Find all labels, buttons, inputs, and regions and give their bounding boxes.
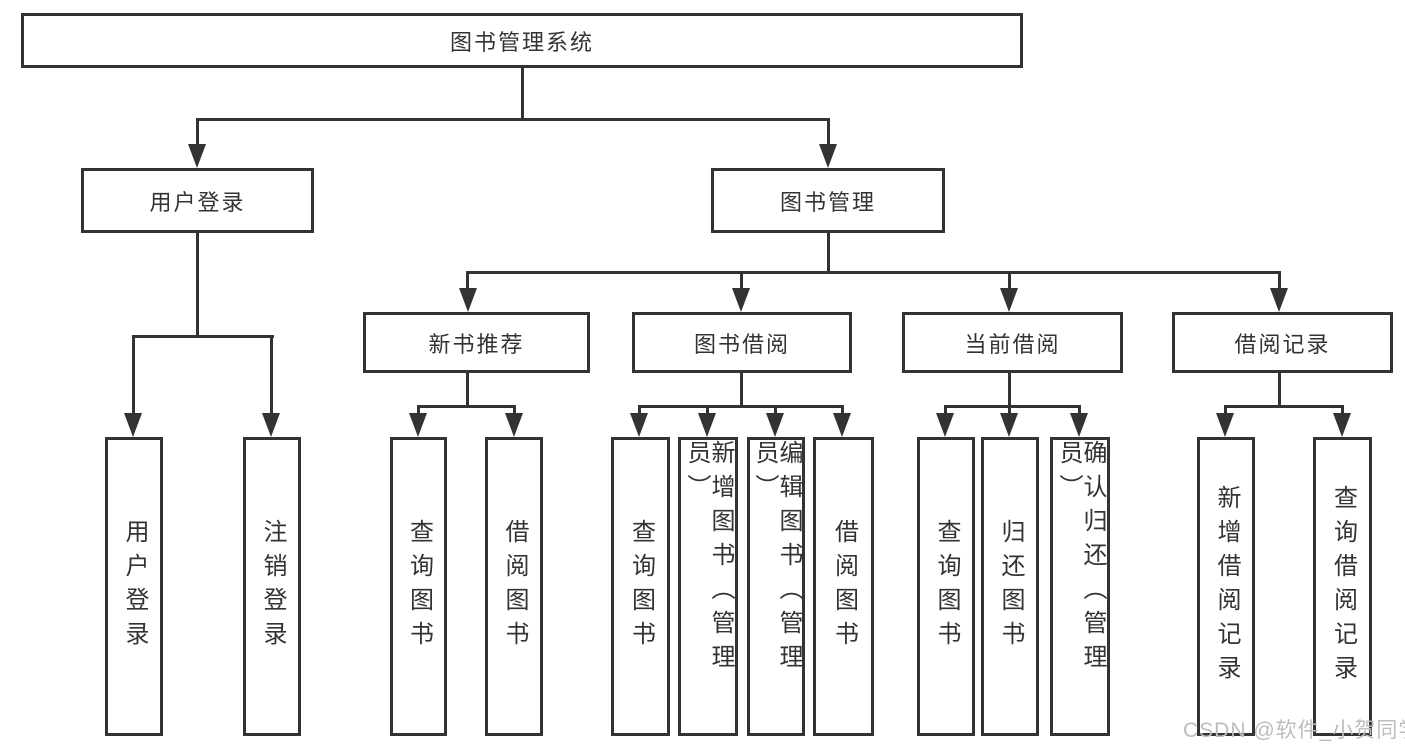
connector-leaf-stem [638,405,641,417]
connector-to-current-borrow [1008,271,1011,291]
leaf-user-login: 用户登录 [105,437,163,736]
arrowhead-icon [124,413,142,437]
connector-book-mgmt-stem [827,233,830,274]
leaf-add-book-admin: 新增图书（管理员） [678,437,738,736]
connector-leaf-stem [706,405,709,417]
node-book-borrowing: 图书借阅 [632,312,852,373]
arrowhead-icon [1270,288,1288,312]
node-library-management-system: 图书管理系统 [21,13,1023,68]
leaf-query-borrow-record: 查询借阅记录 [1313,437,1372,736]
leaf-borrow-books: 借阅图书 [485,437,543,736]
arrowhead-icon [766,413,784,437]
connector-to-leaf-user-login [132,335,135,415]
connector-user-login-stem [196,233,199,338]
connector-leaf-stem [1008,405,1011,417]
connector-leaf-stem [944,405,947,417]
connector-to-new-book [466,271,469,291]
connector-leaf-stem [774,405,777,417]
leaf-confirm-return-admin: 确认归还（管理员） [1050,437,1110,736]
connector-to-book-borrow [740,271,743,291]
connector-root-horizontal [196,118,830,121]
arrowhead-icon [262,413,280,437]
csdn-watermark: CSDN @软件_小贺同学 [1183,719,1405,742]
arrowhead-icon [1216,413,1234,437]
node-book-management: 图书管理 [711,168,945,233]
arrowhead-icon [833,413,851,437]
connector-book-mgmt-horizontal [466,271,1281,274]
arrowhead-icon [936,413,954,437]
arrowhead-icon [732,288,750,312]
arrowhead-icon [1070,413,1088,437]
connector-book-borrow-stem [740,373,743,408]
node-new-book-recommendation: 新书推荐 [363,312,590,373]
leaf-add-borrow-record: 新增借阅记录 [1197,437,1255,736]
connector-leaf-stem [417,405,420,417]
leaf-query-books: 查询图书 [611,437,670,736]
node-user-login: 用户登录 [81,168,314,233]
connector-leaf-stem [841,405,844,417]
node-borrowing-records: 借阅记录 [1172,312,1393,373]
connector-leaf-stem [513,405,516,417]
connector-leaf-stem [1224,405,1227,417]
connector-current-borrow-stem [1008,373,1011,408]
connector-to-leaf-logout [270,335,273,415]
connector-borrow-record-horizontal [1224,405,1344,408]
connector-leaf-stem [1078,405,1081,417]
connector-to-borrow-record [1278,271,1281,291]
leaf-logout: 注销登录 [243,437,301,736]
connector-new-book-stem [466,373,469,408]
leaf-query-books: 查询图书 [917,437,975,736]
connector-root-stem [521,68,524,118]
connector-leaf-stem [1341,405,1344,417]
connector-user-login-horizontal [132,335,274,338]
connector-to-user-login [196,118,199,148]
arrowhead-icon [1333,413,1351,437]
connector-borrow-record-stem [1278,373,1281,408]
arrowhead-icon [819,144,837,168]
node-current-borrowing: 当前借阅 [902,312,1123,373]
arrowhead-icon [698,413,716,437]
arrowhead-icon [409,413,427,437]
connector-to-book-mgmt [827,118,830,148]
connector-new-book-horizontal [417,405,516,408]
connector-current-borrow-horizontal [944,405,1081,408]
leaf-return-books: 归还图书 [981,437,1039,736]
arrowhead-icon [459,288,477,312]
arrowhead-icon [505,413,523,437]
leaf-query-books: 查询图书 [390,437,447,736]
arrowhead-icon [1000,413,1018,437]
leaf-edit-book-admin: 编辑图书（管理员） [747,437,805,736]
connector-book-borrow-horizontal [638,405,844,408]
leaf-borrow-books: 借阅图书 [813,437,874,736]
arrowhead-icon [630,413,648,437]
arrowhead-icon [1000,288,1018,312]
arrowhead-icon [188,144,206,168]
